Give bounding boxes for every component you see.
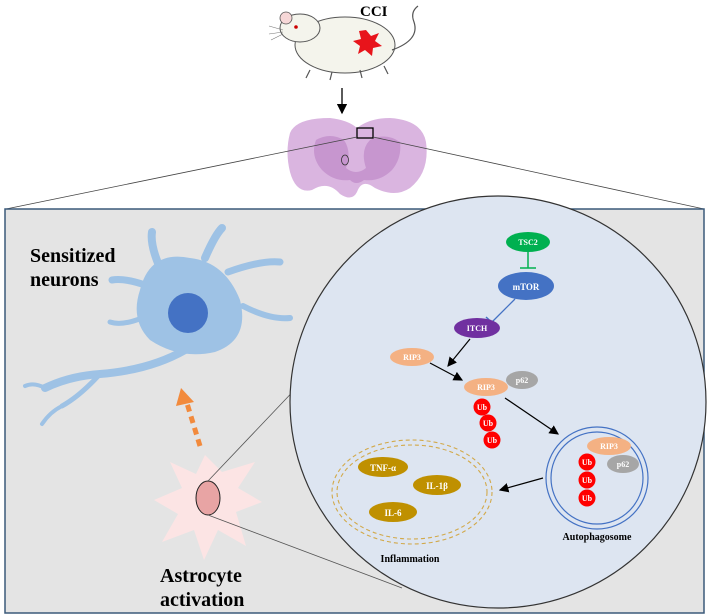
- cci-label: CCI: [360, 4, 388, 20]
- tnf-alpha-label: TNF-α: [370, 463, 396, 473]
- rip3-complex-label: RIP3: [477, 383, 495, 392]
- zoom-line-left: [5, 136, 358, 210]
- itch-label: ITCH: [467, 324, 488, 333]
- activation-arrowhead: [176, 388, 194, 406]
- autophagosome-ub-label-3: Ub: [582, 494, 593, 503]
- itch-arrow: [447, 338, 471, 367]
- autophagosome-p62-label: p62: [617, 460, 629, 469]
- rip3-free-label: RIP3: [403, 353, 421, 362]
- autophagosome-rip3-label: RIP3: [600, 442, 618, 451]
- il1b-node: [413, 475, 461, 495]
- ub-label-1: Ub: [477, 403, 488, 412]
- astrocyte-label-line2: activation: [160, 589, 244, 611]
- rat-illustration: [268, 5, 419, 81]
- inflammation-outer: [331, 439, 493, 545]
- mtor-label: mTOR: [513, 282, 540, 292]
- injury-mark-icon: [353, 30, 382, 56]
- autophagosome-inner: [550, 431, 644, 525]
- tnf-alpha-node: [358, 457, 408, 477]
- ub-label-3: Ub: [487, 436, 498, 445]
- neurons-label-line1: Sensitized: [30, 245, 116, 267]
- il6-label: IL-6: [384, 508, 402, 518]
- autophagosome-p62-node: [607, 455, 639, 473]
- p62-complex-node: [506, 371, 538, 389]
- autophagosome-ub-node-3: [578, 489, 596, 507]
- il6-node: [369, 502, 417, 522]
- tsc2-node: [506, 232, 550, 252]
- itch-node: [454, 318, 500, 338]
- inflammation-label: Inflammation: [381, 554, 440, 565]
- mtor-inhibit-line: [491, 298, 516, 323]
- inflammation-inner: [336, 444, 488, 540]
- ub-node-3: [483, 431, 501, 449]
- ub-node-2: [479, 414, 497, 432]
- autophagy-arrow: [504, 397, 559, 435]
- spinal-cord-section: [287, 118, 427, 198]
- tsc2-label: TSC2: [518, 238, 538, 247]
- cell-zoom-circle: [289, 195, 707, 609]
- il1b-label: IL-1β: [426, 481, 448, 491]
- autophagosome-outer: [545, 426, 649, 530]
- astrocyte-label-line1: Astrocyte: [160, 565, 242, 587]
- rip3-ubiquitination-arrow: [429, 362, 464, 381]
- autophagosome-rip3-node: [587, 437, 631, 455]
- astrocyte-highlight: [195, 480, 221, 516]
- ub-label-2: Ub: [483, 419, 494, 428]
- mtor-node: [498, 272, 554, 300]
- autophagosome-ub-label-1: Ub: [582, 458, 593, 467]
- neuron-nucleus: [168, 293, 208, 333]
- neurons-label-line2: neurons: [30, 269, 99, 291]
- autophagosome-ub-node-2: [578, 471, 596, 489]
- rip3-free-node: [390, 348, 434, 366]
- rip3-complex-node: [464, 378, 508, 396]
- autophagosome-label: Autophagosome: [563, 532, 632, 543]
- zoom-line-right: [372, 136, 705, 210]
- activation-arrow: [183, 399, 203, 447]
- p62-complex-label: p62: [516, 376, 528, 385]
- ub-node-1: [473, 398, 491, 416]
- zoom-line-lower: [207, 514, 403, 589]
- autophagosome-ub-label-2: Ub: [582, 476, 593, 485]
- autophagosome-ub-node-1: [578, 453, 596, 471]
- zoom-line-upper: [207, 381, 303, 482]
- inflammation-arrow: [498, 477, 544, 493]
